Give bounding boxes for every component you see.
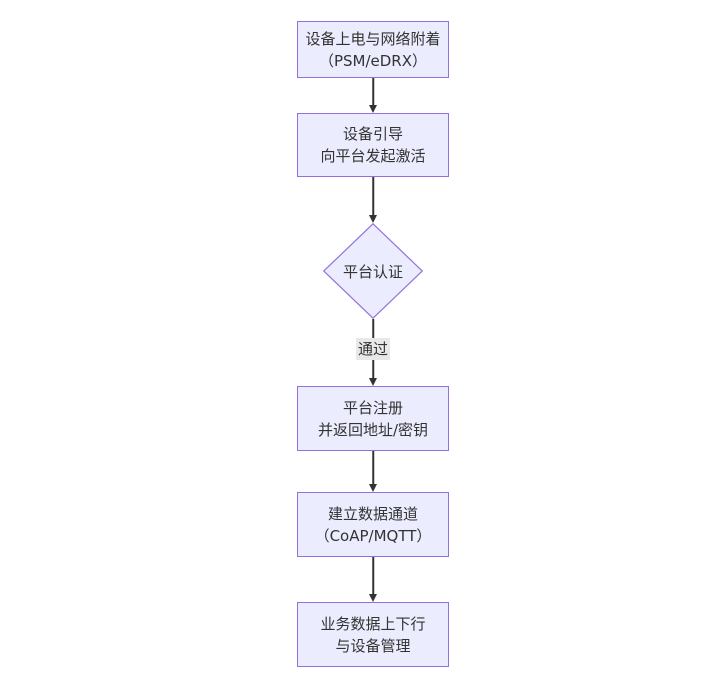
arrow-head-icon [369,378,377,386]
node-register-line1: 平台注册 [342,398,403,417]
node-bootstrap-line1: 设备引导 [342,125,403,143]
node-power-attach-line1: 设备上电与网络附着 [305,29,441,48]
node-bootstrap: 设备引导 向平台发起激活 [297,113,449,177]
node-business-data-line1: 业务数据上下行 [320,614,426,633]
node-bootstrap-line2: 向平台发起激活 [320,147,426,165]
diamond-shape [323,223,423,319]
arrow-head-icon [369,594,377,602]
edge-line [372,557,374,597]
node-business-data-line2: 与设备管理 [335,636,411,655]
edge-register-to-channel [365,451,381,492]
arrow-head-icon [369,105,377,113]
edge-channel-to-business [365,557,381,602]
node-register: 平台注册 并返回地址/密钥 [297,386,449,451]
node-power-attach-line2: （PSM/eDRX） [318,51,428,70]
edge-bootstrap-to-auth [365,177,381,223]
node-data-channel-line1: 建立数据通道 [327,504,418,523]
arrow-head-icon [369,215,377,223]
node-data-channel-line2: （CoAP/MQTT） [314,526,432,545]
node-power-attach: 设备上电与网络附着 （PSM/eDRX） [297,21,449,78]
node-platform-auth: 平台认证 [323,223,423,319]
flowchart: 设备上电与网络附着 （PSM/eDRX） 设备引导 向平台发起激活 平台认证 [297,21,449,667]
edge-label-pass: 通过 [355,338,391,360]
edge-line [372,451,374,487]
node-data-channel: 建立数据通道 （CoAP/MQTT） [297,492,449,557]
node-business-data: 业务数据上下行 与设备管理 [297,602,449,667]
node-platform-auth-label: 平台认证 [342,262,403,281]
edge-power-to-bootstrap [365,78,381,113]
edge-line [372,177,374,218]
arrow-head-icon [369,484,377,492]
edge-line [372,78,374,108]
node-register-line2: 并返回地址/密钥 [317,420,429,439]
edge-auth-to-register: 通过 [355,319,391,386]
